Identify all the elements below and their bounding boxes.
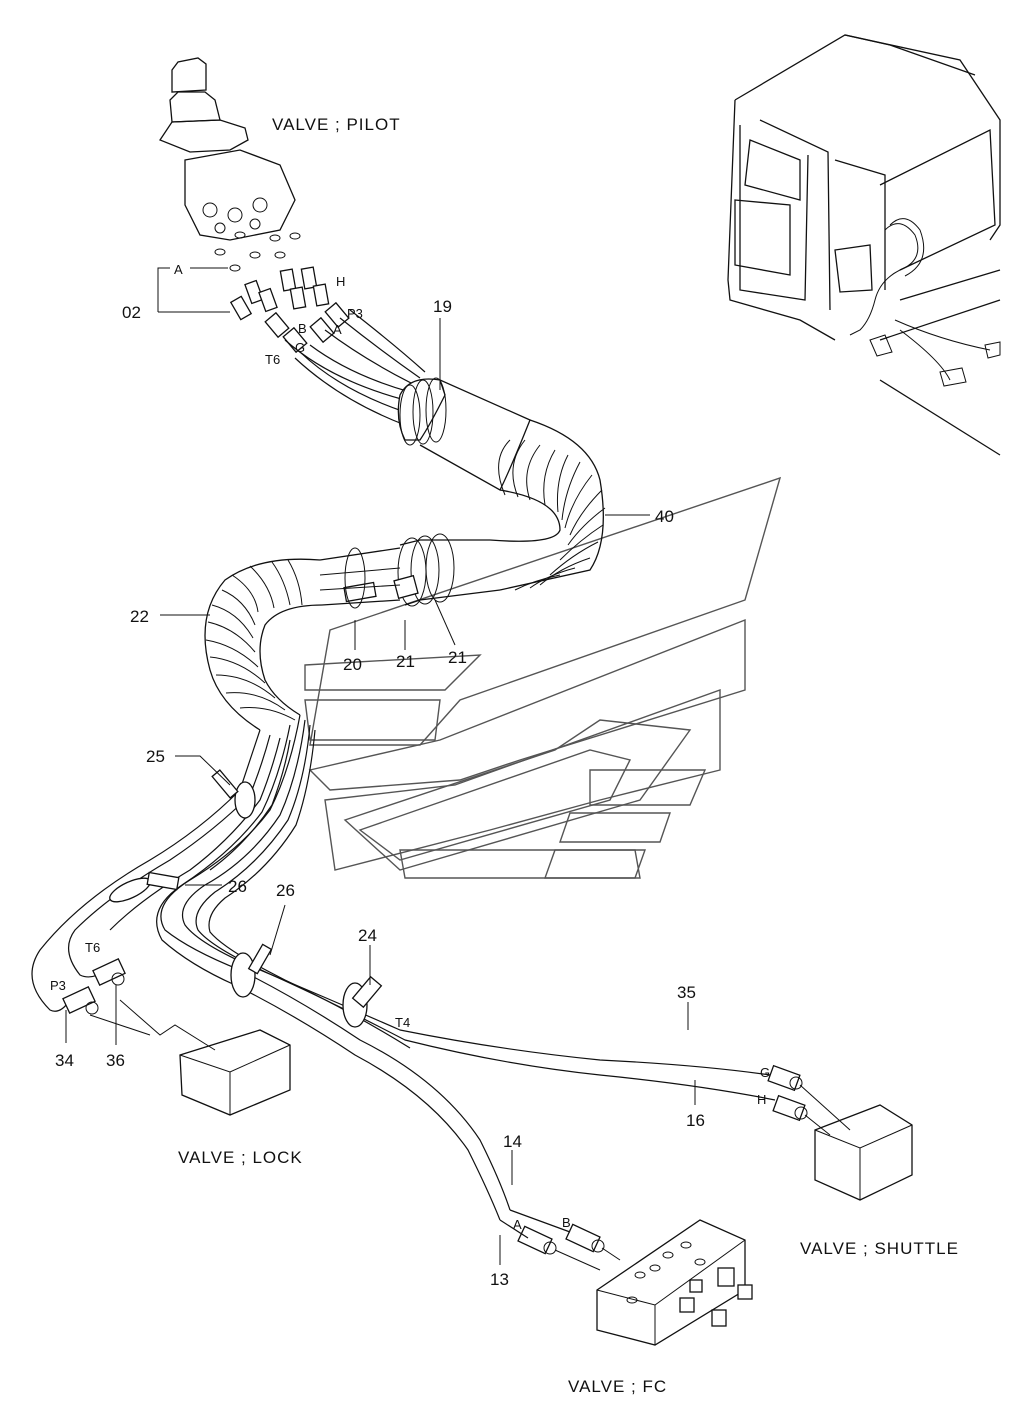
watermark-logo	[304, 476, 782, 879]
part-number-26-left: 26	[228, 877, 247, 896]
corrugated-tube	[489, 419, 606, 591]
part-number-19: 19	[433, 297, 452, 316]
part-number-20: 20	[343, 655, 362, 674]
shuttle-valve	[767, 1064, 913, 1201]
hose-clamps	[109, 769, 383, 1028]
port-label-p3-lower: P3	[50, 978, 66, 993]
part-number-34: 34	[55, 1051, 74, 1070]
protector-sleeve	[397, 377, 531, 491]
part-number-21-right: 21	[448, 648, 467, 667]
part-number-25: 25	[146, 747, 165, 766]
port-label-t6-top: T6	[265, 352, 280, 367]
port-label-h-top: H	[336, 274, 345, 289]
part-number-21-left: 21	[396, 652, 415, 671]
port-label-a-lower: A	[513, 1217, 522, 1232]
spiral-wrap	[204, 558, 323, 731]
excavator-cab-inset	[727, 34, 1001, 456]
upper-hose-bundle	[284, 309, 426, 426]
part-number-22: 22	[130, 607, 149, 626]
lock-valve	[62, 957, 291, 1116]
port-label-a-top: A	[174, 262, 183, 277]
port-label-t6-lower: T6	[85, 940, 100, 955]
fc-valve-label: VALVE ; FC	[568, 1377, 667, 1396]
part-number-16: 16	[686, 1111, 705, 1130]
part-number-24: 24	[358, 926, 377, 945]
pilot-end-fittings	[229, 266, 350, 354]
port-label-g-lower: G	[760, 1065, 770, 1080]
port-label-a2-top: A	[333, 322, 342, 337]
lock-valve-label: VALVE ; LOCK	[178, 1148, 303, 1167]
part-number-35: 35	[677, 983, 696, 1002]
shuttle-valve-label: VALVE ; SHUTTLE	[800, 1239, 959, 1258]
pilot-valve-label: VALVE ; PILOT	[272, 115, 401, 134]
port-label-t4: T4	[395, 1015, 410, 1030]
clamp-section	[319, 533, 501, 609]
port-label-p3-top: P3	[347, 306, 363, 321]
port-label-h-lower: H	[757, 1092, 766, 1107]
port-label-b-lower: B	[562, 1215, 571, 1230]
part-number-40: 40	[655, 507, 674, 526]
port-label-b-top: B	[298, 321, 307, 336]
fc-valve	[499, 1209, 753, 1346]
leader-lines	[65, 267, 696, 1265]
pilot-valve	[159, 57, 301, 272]
port-label-g-top: G	[295, 340, 305, 355]
part-number-14: 14	[503, 1132, 522, 1151]
part-number-26-right: 26	[276, 881, 295, 900]
part-number-36: 36	[106, 1051, 125, 1070]
part-number-02: 02	[122, 303, 141, 322]
part-number-13: 13	[490, 1270, 509, 1289]
